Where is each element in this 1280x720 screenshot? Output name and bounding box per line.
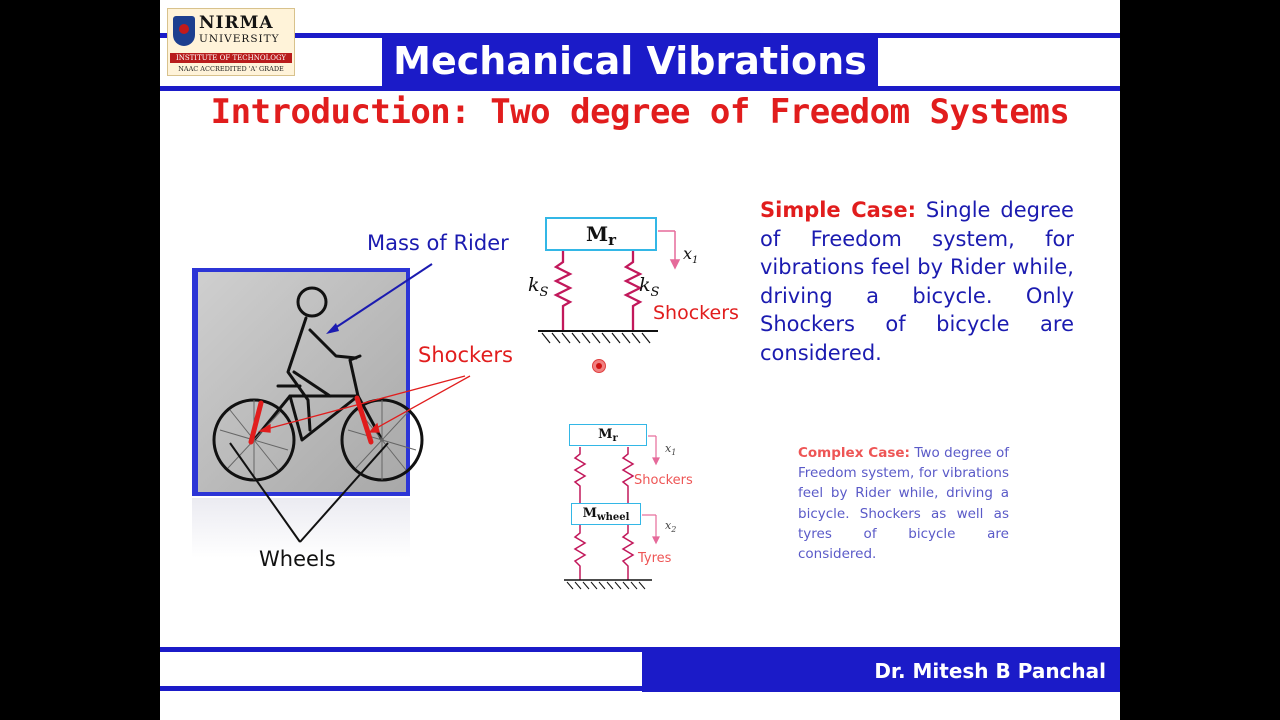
complex-case-text: Two degree of Freedom system, for vibrat…	[798, 445, 1009, 563]
header-rule-bottom	[160, 86, 1120, 91]
logo-institute: INSTITUTE OF TECHNOLOGY	[170, 53, 292, 63]
simple-case-paragraph: Simple Case: Single degree of Freedom sy…	[760, 196, 1074, 368]
pointer-cursor-icon	[592, 359, 606, 373]
mass-of-rider-label: Mass of Rider	[367, 231, 509, 255]
sdof-shockers-label: Shockers	[653, 302, 739, 324]
bicycle-picture	[198, 272, 406, 492]
author-name: Dr. Mitesh B Panchal	[874, 659, 1106, 683]
sdof-displacement-arrow	[658, 230, 681, 270]
logo-accreditation: NAAC ACCREDITED 'A' GRADE	[178, 65, 284, 73]
slide-title: Introduction: Two degree of Freedom Syst…	[210, 92, 1070, 132]
shocker-pointer-arrows	[257, 375, 471, 433]
simple-case-lead: Simple Case:	[760, 198, 916, 222]
tdof-displacement-arrows	[642, 435, 660, 545]
footer-bar	[642, 650, 1120, 692]
complex-case-lead: Complex Case:	[798, 445, 910, 461]
slide: Mechanical Vibrations NIRMA UNIVERSITY I…	[160, 0, 1120, 720]
wheels-label: Wheels	[259, 547, 336, 571]
simple-case-text: Single degree of Freedom system, for vib…	[760, 198, 1074, 365]
sdof-spring-label-left: kS	[528, 274, 549, 300]
sdof-ground	[538, 330, 658, 344]
header-bar	[382, 35, 878, 87]
sdof-springs	[553, 250, 643, 331]
sdof-displacement-label: x1	[683, 244, 699, 266]
footer-rule-bottom	[160, 686, 642, 691]
page-title: Mechanical Vibrations	[393, 39, 867, 83]
shocker-marks	[248, 395, 374, 445]
tdof-displacement2-label: x2	[665, 519, 677, 534]
sdof-mass-label: M	[585, 222, 609, 246]
tdof-displacement1-label: x1	[665, 442, 677, 457]
picture-reflection	[192, 498, 410, 558]
complex-case-paragraph: Complex Case: Two degree of Freedom syst…	[798, 443, 1009, 564]
tdof-springs	[573, 447, 635, 580]
university-logo: NIRMA UNIVERSITY INSTITUTE OF TECHNOLOGY…	[167, 8, 295, 76]
footer-rule	[160, 647, 1120, 652]
tdof-shockers-label: Shockers	[634, 473, 693, 488]
sdof-mass-sub: r	[608, 231, 617, 249]
sdof-spring-label-right: kS	[639, 274, 660, 300]
shockers-label: Shockers	[418, 343, 513, 367]
logo-name: NIRMA	[199, 13, 274, 33]
logo-sub: UNIVERSITY	[199, 33, 280, 45]
tdof-mass-bottom-box: Mwheel	[571, 503, 641, 525]
tdof-mass-top-box: Mr	[569, 424, 647, 446]
tdof-ground	[564, 579, 652, 590]
tdof-tyres-label: Tyres	[638, 551, 672, 566]
sdof-mass-box: Mr	[545, 217, 657, 251]
rider-pointer-arrow	[326, 263, 433, 334]
university-seal-icon	[173, 16, 195, 46]
wheel-pointer-arrows	[229, 442, 389, 543]
diagram-layer	[212, 230, 681, 590]
